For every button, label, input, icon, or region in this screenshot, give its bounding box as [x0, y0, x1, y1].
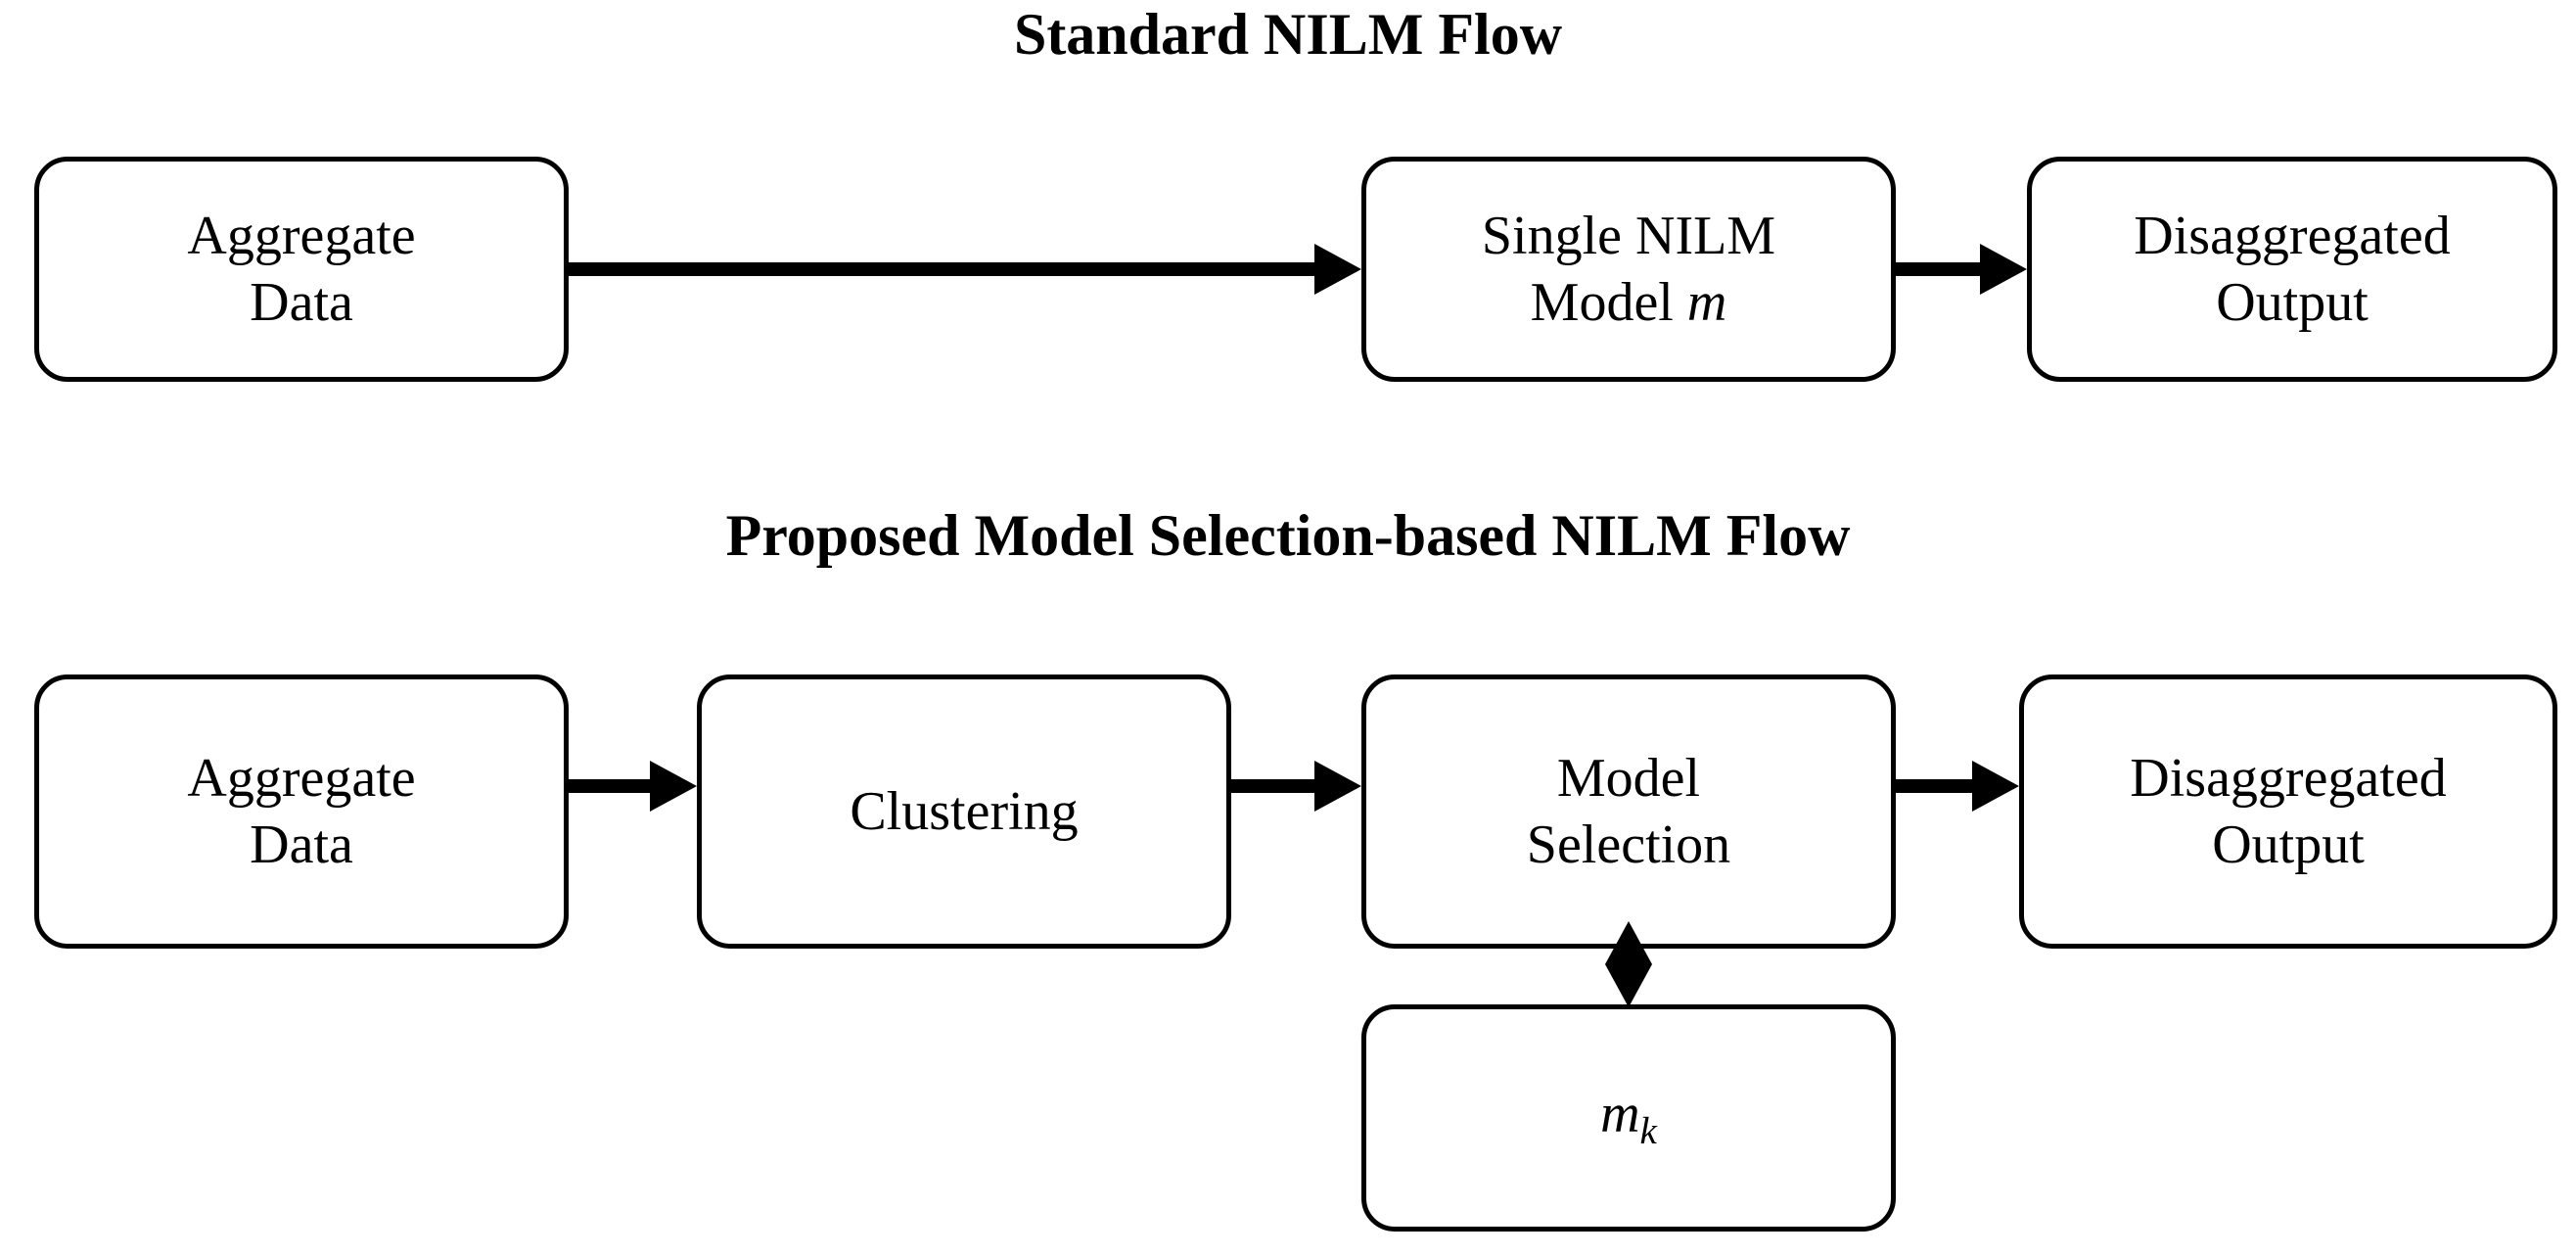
node-std-single-nilm-model-label: Single NILM Model m: [1474, 203, 1783, 337]
section-title-standard-nilm-flow: Standard NILM Flow: [1013, 2, 1563, 67]
node-prop-disaggregated-output: Disaggregated Output: [2019, 675, 2557, 949]
node-prop-clustering: Clustering: [697, 675, 1231, 949]
node-prop-model-selection-line1: Model: [1556, 747, 1701, 809]
node-std-aggregate-data-label: Aggregate Data: [179, 203, 423, 337]
node-prop-clustering-line1: Clustering: [850, 780, 1079, 842]
section-title-proposed-model-selection-based-nilm-flow: Proposed Model Selection-based NILM Flow: [725, 503, 1851, 568]
node-std-disaggregated-output-line1: Disaggregated: [2134, 205, 2451, 266]
node-std-disaggregated-output-label: Disaggregated Output: [2126, 203, 2458, 337]
arrow-head-right-icon: [1314, 244, 1361, 295]
arrow-head-right-icon: [1314, 761, 1361, 812]
node-prop-model-pool-italic-var: m: [1600, 1084, 1640, 1145]
node-std-disaggregated-output-line2: Output: [2216, 272, 2369, 333]
node-std-single-nilm-model: Single NILM Model m: [1361, 157, 1896, 382]
node-std-single-nilm-model-line1: Single NILM: [1481, 205, 1776, 266]
node-prop-clustering-label: Clustering: [842, 778, 1085, 845]
node-prop-model-pool: mk: [1361, 1004, 1896, 1232]
arrow-head-right-icon: [1980, 244, 2027, 295]
arrow-head-right-icon: [1972, 761, 2019, 812]
arrow-shaft: [569, 779, 650, 793]
arrow-shaft: [1896, 779, 1972, 793]
node-prop-model-selection: Model Selection: [1361, 675, 1896, 949]
node-std-aggregate-data-line1: Aggregate: [187, 205, 416, 266]
node-prop-model-selection-label: Model Selection: [1519, 745, 1738, 879]
node-std-aggregate-data: Aggregate Data: [34, 157, 569, 382]
node-prop-disaggregated-output-line2: Output: [2212, 814, 2365, 875]
node-std-aggregate-data-line2: Data: [250, 272, 353, 333]
node-prop-model-pool-label: mk: [1592, 1081, 1665, 1155]
arrow-head-down-icon: [1605, 964, 1652, 1007]
node-prop-aggregate-data-line2: Data: [250, 814, 353, 875]
arrow-shaft: [569, 262, 1314, 276]
node-prop-model-selection-line2: Selection: [1526, 814, 1731, 875]
node-std-disaggregated-output: Disaggregated Output: [2027, 157, 2557, 382]
arrow-shaft: [1231, 779, 1314, 793]
node-prop-disaggregated-output-line1: Disaggregated: [2130, 747, 2447, 809]
node-prop-model-pool-subscript: k: [1639, 1109, 1657, 1152]
node-prop-aggregate-data-label: Aggregate Data: [179, 745, 423, 879]
node-std-single-nilm-model-italic-var: m: [1686, 272, 1727, 333]
arrow-head-right-icon: [650, 761, 697, 812]
node-prop-aggregate-data-line1: Aggregate: [187, 747, 416, 809]
node-prop-aggregate-data: Aggregate Data: [34, 675, 569, 949]
node-std-single-nilm-model-line2: Model: [1530, 272, 1687, 333]
node-prop-disaggregated-output-label: Disaggregated Output: [2122, 745, 2454, 879]
arrow-shaft: [1896, 262, 1980, 276]
